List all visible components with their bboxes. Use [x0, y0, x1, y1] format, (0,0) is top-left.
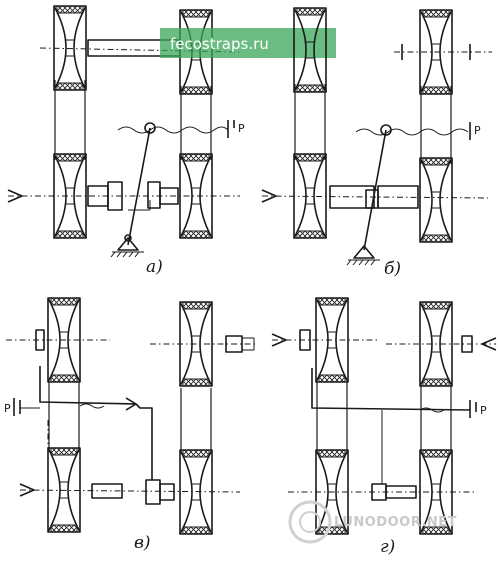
panel-v: P в) — [4, 297, 258, 553]
force-label-a: P — [238, 122, 245, 135]
watermark-top: fecostraps.ru — [170, 35, 269, 53]
belt-g — [316, 382, 452, 452]
force-label-g: P — [480, 404, 487, 417]
shafts-g — [271, 329, 497, 501]
lever-a: P — [110, 120, 245, 258]
lever-b: P — [346, 122, 481, 266]
linkage-g: P — [311, 368, 487, 484]
panel-label-a: а) — [146, 257, 163, 277]
panel-b: P б) — [261, 7, 492, 279]
linkage-v: P — [4, 366, 153, 480]
panel-a: fecostraps.ru P а) — [7, 5, 336, 277]
watermark-bottom-group: LUNODOOR.NET — [288, 500, 457, 544]
force-label-b: P — [474, 124, 481, 137]
panel-g: P LUNODOOR.NET г) — [271, 297, 497, 557]
shaft-b-top — [394, 44, 492, 60]
pulley-b-bottom-right — [419, 157, 453, 243]
watermark-bottom: LUNODOOR.NET — [334, 515, 457, 530]
belt-a — [54, 80, 212, 160]
belt-v — [47, 380, 212, 452]
panel-label-v: в) — [134, 533, 151, 553]
panel-label-b: б) — [384, 259, 401, 279]
panel-label-g: г) — [380, 537, 395, 557]
shaft-a-top: fecostraps.ru — [39, 28, 336, 58]
shafts-v — [6, 329, 258, 505]
force-label-v: P — [4, 402, 11, 415]
belt-b — [294, 84, 452, 164]
shaft-a-bottom — [7, 181, 240, 211]
